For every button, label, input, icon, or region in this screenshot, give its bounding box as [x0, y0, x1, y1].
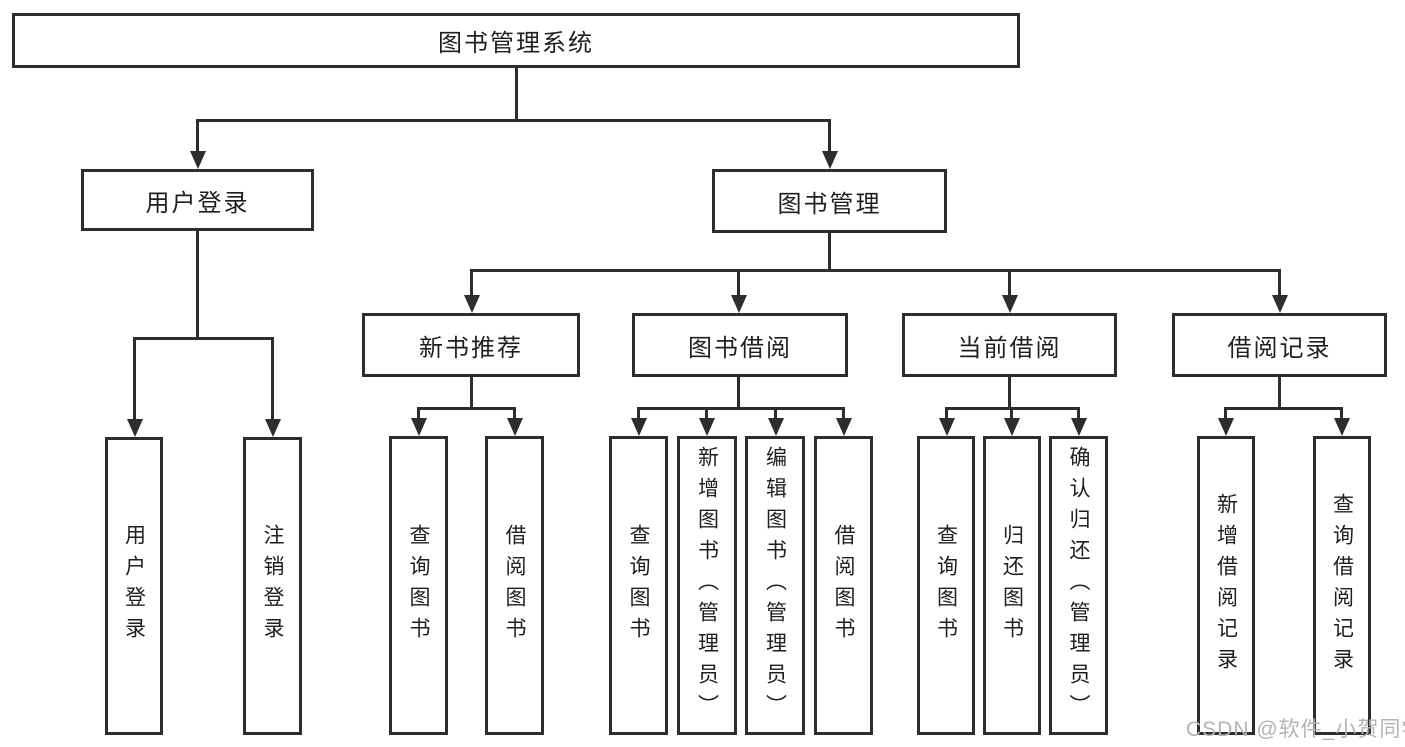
node-current-borrowing-label: 当前借阅: [957, 334, 1062, 362]
leaf-add-borrow-record: 新增借阅记录: [1197, 436, 1255, 735]
arrow-down-icon: [630, 418, 647, 436]
node-library-system-label: 图书管理系统: [438, 30, 594, 57]
connector-new-book-bar: [417, 407, 516, 410]
arrow-down-icon: [698, 418, 715, 436]
arrow-down-icon: [938, 418, 955, 436]
leaf-query-borrow-record: 查询借阅记录: [1313, 436, 1371, 735]
connector-level3-bar: [470, 269, 1281, 272]
arrow-down-icon: [126, 419, 143, 437]
connector-book-borrow-bar: [637, 407, 845, 410]
leaf-confirm-return-admin-label: 确认归还（管理员）: [1067, 446, 1090, 725]
arrow-down-icon: [1003, 418, 1020, 436]
leaf-add-books-admin-label: 新增图书（管理员）: [695, 446, 719, 725]
node-book-management-label: 图书管理: [777, 190, 882, 218]
leaf-return-books-label: 归还图书: [1000, 523, 1024, 648]
csdn-watermark: CSDN @软件_小贺同学: [1186, 718, 1405, 741]
arrow-down-icon: [189, 151, 206, 169]
connector-drop: [410, 407, 427, 436]
arrow-down-icon: [730, 295, 747, 313]
node-new-book-recommendation-label: 新书推荐: [419, 334, 523, 362]
node-current-borrowing: 当前借阅: [902, 313, 1117, 377]
connector-drop: [938, 407, 955, 436]
connector-drop: [767, 407, 784, 436]
arrow-down-icon: [463, 295, 480, 313]
connector-current-borrow-stem: [1008, 377, 1011, 410]
connector-drop-leaf-logout: [264, 337, 281, 437]
leaf-query-books-borrow: 查询图书: [609, 436, 668, 735]
connector-records-stem: [1278, 377, 1281, 410]
leaf-borrow-books: 借阅图书: [814, 436, 873, 735]
connector-drop: [1333, 407, 1350, 436]
connector-drop: [835, 407, 852, 436]
connector-drop-new-book: [463, 269, 480, 313]
arrow-down-icon: [821, 151, 838, 169]
leaf-confirm-return-admin: 确认归还（管理员）: [1049, 436, 1108, 735]
connector-drop-borrow-records: [1271, 269, 1288, 313]
node-library-system: 图书管理系统: [12, 13, 1020, 68]
arrow-down-icon: [767, 418, 784, 436]
connector-drop-user-login: [189, 119, 206, 169]
arrow-down-icon: [1070, 418, 1087, 436]
arrow-down-icon: [410, 418, 427, 436]
node-user-login: 用户登录: [81, 169, 314, 231]
arrow-down-icon: [835, 418, 852, 436]
leaf-borrow-books-recommend: 借阅图书: [485, 436, 544, 735]
leaf-logout-login: 注销登录: [243, 437, 302, 735]
connector-drop: [630, 407, 647, 436]
node-borrowing-records: 借阅记录: [1172, 313, 1387, 377]
connector-new-book-stem: [470, 377, 473, 410]
node-new-book-recommendation: 新书推荐: [362, 313, 580, 377]
connector-drop-current-borrow: [1001, 269, 1018, 313]
leaf-query-borrow-record-label: 查询借阅记录: [1330, 492, 1354, 679]
connector-user-login-stem: [196, 231, 199, 340]
node-user-login-label: 用户登录: [145, 189, 250, 217]
connector-drop: [1070, 407, 1087, 436]
arrow-down-icon: [264, 419, 281, 437]
leaf-query-books-borrow-label: 查询图书: [627, 523, 650, 648]
arrow-down-icon: [1333, 418, 1350, 436]
leaf-query-books-current: 查询图书: [917, 436, 975, 735]
connector-user-login-bar: [133, 337, 274, 340]
leaf-edit-books-admin: 编辑图书（管理员）: [745, 436, 805, 735]
connector-book-borrow-stem: [737, 377, 740, 410]
leaf-logout-login-label: 注销登录: [261, 524, 284, 648]
connector-root-bar: [196, 119, 831, 122]
arrow-down-icon: [1271, 295, 1288, 313]
connector-drop: [698, 407, 715, 436]
connector-drop: [1217, 407, 1234, 436]
connector-root-stem: [515, 68, 518, 122]
node-book-borrowing: 图书借阅: [632, 313, 848, 377]
arrow-down-icon: [1001, 295, 1018, 313]
connector-drop: [506, 407, 523, 436]
arrow-down-icon: [1217, 418, 1234, 436]
leaf-query-books-recommend: 查询图书: [389, 436, 448, 735]
connector-book-management-stem: [828, 233, 831, 272]
connector-drop-book-borrow: [730, 269, 747, 313]
leaf-user-login-label: 用户登录: [122, 524, 146, 648]
node-book-management: 图书管理: [712, 169, 947, 233]
leaf-query-books-recommend-label: 查询图书: [407, 523, 430, 648]
leaf-edit-books-admin-label: 编辑图书（管理员）: [763, 446, 787, 725]
leaf-add-books-admin: 新增图书（管理员）: [677, 436, 737, 735]
arrow-down-icon: [506, 418, 523, 436]
connector-drop-leaf-user-login: [126, 337, 143, 437]
connector-drop: [1003, 407, 1020, 436]
leaf-borrow-books-label: 借阅图书: [832, 523, 855, 648]
leaf-borrow-books-recommend-label: 借阅图书: [503, 523, 526, 648]
node-borrowing-records-label: 借阅记录: [1227, 334, 1332, 362]
leaf-add-borrow-record-label: 新增借阅记录: [1214, 492, 1238, 679]
leaf-query-books-current-label: 查询图书: [934, 523, 958, 648]
connector-drop-book-management: [821, 119, 838, 169]
node-book-borrowing-label: 图书借阅: [688, 334, 792, 362]
connector-records-bar: [1224, 407, 1343, 410]
leaf-user-login: 用户登录: [105, 437, 163, 735]
leaf-return-books: 归还图书: [983, 436, 1041, 735]
